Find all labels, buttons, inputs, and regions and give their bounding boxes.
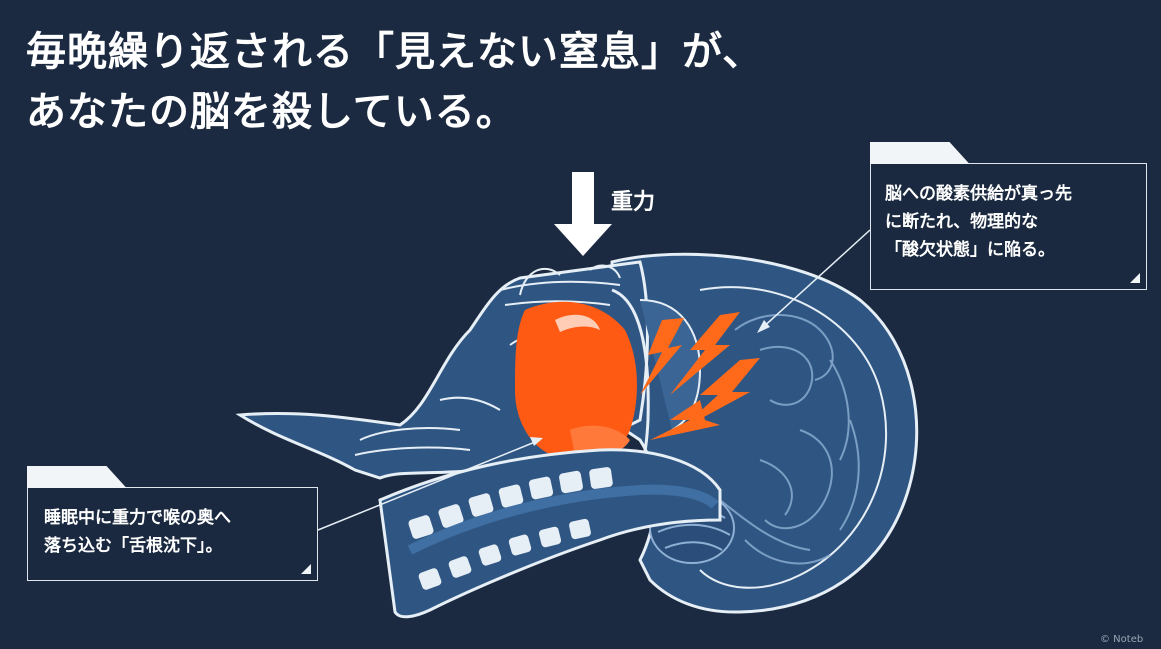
gravity-arrow-icon xyxy=(554,172,612,256)
tongue-obstruction xyxy=(515,301,637,461)
leader-line-brain xyxy=(759,229,871,331)
watermark: © Noteb xyxy=(1100,634,1144,645)
callout-brain-line-2: に断たれ、物理的な xyxy=(885,212,1039,232)
spinal-cord xyxy=(407,484,719,555)
brain-folds xyxy=(719,314,860,565)
callout-tongue-line-2: 落ち込む「舌根沈下」。 xyxy=(44,536,223,556)
leader-arrow-brain-icon xyxy=(757,320,770,333)
callout-tab xyxy=(869,142,970,164)
callout-brain-line-3: 「酸欠状態」に陥る。 xyxy=(885,240,1055,260)
vertebrae xyxy=(408,467,613,590)
skull-ring xyxy=(699,286,888,589)
callout-brain-oxygen: 脳への酸素供給が真っ先 に断たれ、物理的な 「酸欠状態」に陥る。 xyxy=(869,142,1147,290)
headline: 毎晩繰り返される「見えない窒息」が、 あなたの脳を殺している。 xyxy=(26,22,763,142)
callout-tongue-line-1: 睡眠中に重力で喉の奥へ xyxy=(44,508,231,528)
gravity-label: 重力 xyxy=(611,190,656,215)
leader-arrow-tongue-icon xyxy=(530,437,543,446)
tongue-highlight xyxy=(555,314,600,332)
headline-line-1: 毎晩繰り返される「見えない窒息」が、 xyxy=(26,29,764,75)
headline-line-2: あなたの脳を殺している。 xyxy=(26,89,517,135)
callout-tongue-sinking: 睡眠中に重力で喉の奥へ 落ち込む「舌根沈下」。 xyxy=(26,466,318,581)
corner-mark-icon xyxy=(301,564,311,574)
leader-line-tongue xyxy=(317,439,541,531)
corner-mark-icon xyxy=(1130,273,1140,283)
lightning-icon xyxy=(640,312,760,440)
callout-brain-line-1: 脳への酸素供給が真っ先 xyxy=(885,184,1072,204)
callout-tab xyxy=(26,466,127,488)
